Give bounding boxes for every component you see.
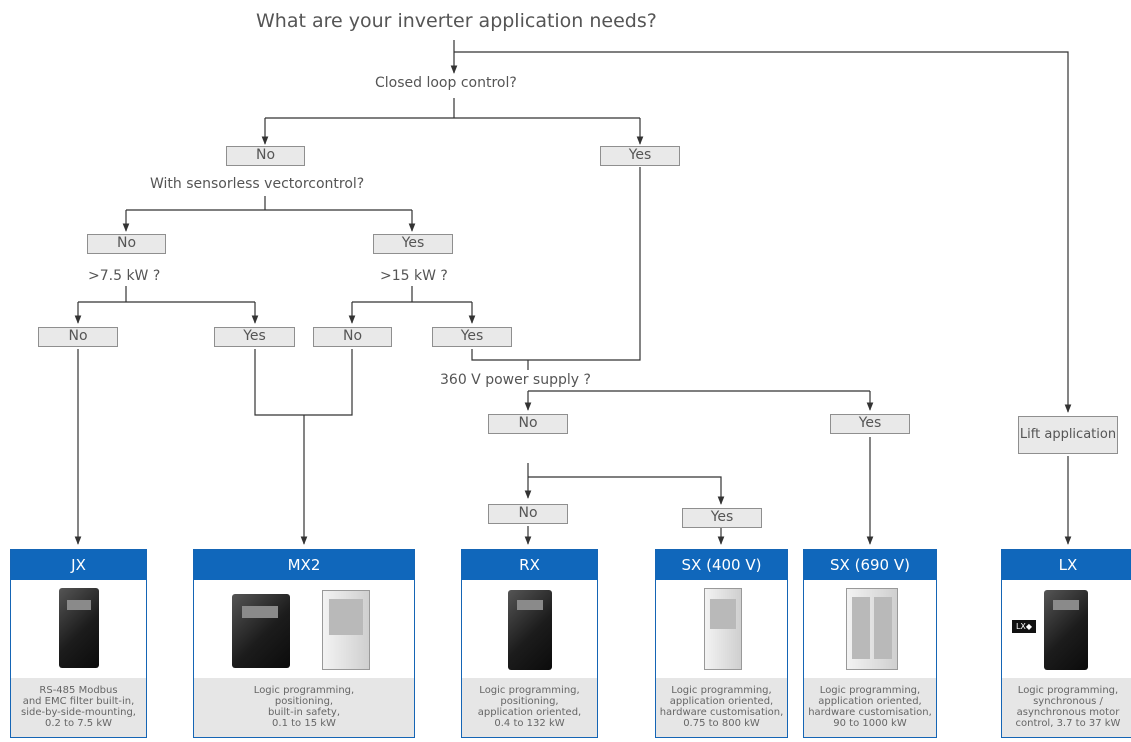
- answer-yes-15kw: Yes: [432, 327, 512, 347]
- answer-no-7-5kw: No: [38, 327, 118, 347]
- answer-no-sensorless: No: [87, 234, 166, 254]
- desc-line: Logic programming,: [819, 685, 921, 696]
- product-image-sx-400v: [656, 580, 787, 678]
- desc-line: control, 3.7 to 37 kW: [1015, 718, 1121, 729]
- product-description: RS-485 Modbus and EMC filter built-in, s…: [11, 678, 146, 737]
- inverter-cabinet-icon: [846, 588, 898, 670]
- desc-line: application oriented,: [477, 707, 582, 718]
- product-image-lx: LX◆: [1002, 580, 1131, 678]
- inverter-drive-icon: [59, 588, 99, 668]
- desc-line: Logic programming,: [671, 685, 772, 696]
- display-icon: [1053, 600, 1079, 610]
- product-name: MX2: [194, 550, 414, 580]
- product-card-sx-690v: SX (690 V) Logic programming, applicatio…: [803, 549, 937, 738]
- product-name: SX (690 V): [804, 550, 936, 580]
- question-15kw: >15 kW ?: [380, 268, 448, 284]
- desc-line: hardware customisation,: [808, 707, 932, 718]
- product-description: Logic programming, synchronous / asynchr…: [1002, 678, 1131, 737]
- inverter-drive-icon: [508, 590, 552, 670]
- product-name: SX (400 V): [656, 550, 787, 580]
- answer-no-15kw: No: [313, 327, 392, 347]
- question-sensorless: With sensorless vectorcontrol?: [150, 176, 365, 192]
- inverter-drive-icon: [1044, 590, 1088, 670]
- desc-line: asynchronous motor: [1016, 707, 1120, 718]
- question-7-5kw: >7.5 kW ?: [88, 268, 161, 284]
- answer-yes-second: Yes: [682, 508, 762, 528]
- product-description: Logic programming, positioning, built-in…: [194, 678, 414, 737]
- desc-line: 0.2 to 7.5 kW: [44, 718, 113, 729]
- product-card-mx2: MX2 Logic programming, positioning, buil…: [193, 549, 415, 738]
- desc-line: and EMC filter built-in,: [22, 696, 135, 707]
- display-icon: [242, 606, 278, 618]
- desc-line: positioning,: [500, 696, 559, 707]
- product-description: Logic programming, application oriented,…: [656, 678, 787, 737]
- answer-yes-360v: Yes: [830, 414, 910, 434]
- panel-icon: [852, 597, 870, 659]
- desc-line: application oriented,: [669, 696, 774, 707]
- product-name: RX: [462, 550, 597, 580]
- page-title: What are your inverter application needs…: [256, 10, 657, 32]
- inverter-cabinet-icon: [322, 590, 370, 670]
- question-closed-loop: Closed loop control?: [375, 75, 517, 91]
- product-card-rx: RX Logic programming, positioning, appli…: [461, 549, 598, 738]
- desc-line: Logic programming,: [1017, 685, 1119, 696]
- desc-line: synchronous /: [1033, 696, 1103, 707]
- panel-icon: [710, 599, 736, 629]
- answer-yes-7-5kw: Yes: [214, 327, 295, 347]
- product-card-jx: JX RS-485 Modbus and EMC filter built-in…: [10, 549, 147, 738]
- answer-yes-sensorless: Yes: [373, 234, 453, 254]
- desc-line: built-in safety,: [267, 707, 341, 718]
- product-name: LX: [1002, 550, 1131, 580]
- inverter-cabinet-icon: [704, 588, 742, 670]
- lx-badge-icon: LX◆: [1012, 620, 1036, 633]
- desc-line: side-by-side-mounting,: [21, 707, 136, 718]
- answer-no-360v: No: [488, 414, 568, 434]
- product-name: JX: [11, 550, 146, 580]
- answer-lift-application: Lift application: [1018, 416, 1118, 454]
- badge-text: LX: [1015, 622, 1026, 631]
- question-360v: 360 V power supply ?: [440, 372, 591, 388]
- desc-line: hardware customisation,: [659, 707, 784, 718]
- desc-line: application oriented,: [818, 696, 922, 707]
- product-description: Logic programming, positioning, applicat…: [462, 678, 597, 737]
- product-image-sx-690v: [804, 580, 936, 678]
- desc-line: Logic programming,: [479, 685, 580, 696]
- answer-no-second: No: [488, 504, 568, 524]
- product-card-lx: LX LX◆ Logic programming, synchronous / …: [1001, 549, 1131, 738]
- desc-line: 0.4 to 132 kW: [494, 718, 565, 729]
- answer-yes-closed-loop: Yes: [600, 146, 680, 166]
- panel-icon: [874, 597, 892, 659]
- panel-icon: [329, 599, 363, 635]
- product-image-jx: [11, 580, 146, 678]
- desc-line: 0.75 to 800 kW: [683, 718, 760, 729]
- desc-line: 90 to 1000 kW: [833, 718, 907, 729]
- answer-no-closed-loop: No: [226, 146, 305, 166]
- display-icon: [517, 600, 543, 610]
- desc-line: Logic programming,: [253, 685, 355, 696]
- desc-line: positioning,: [274, 696, 334, 707]
- desc-line: RS-485 Modbus: [39, 685, 118, 696]
- desc-line: 0.1 to 15 kW: [272, 718, 336, 729]
- inverter-drive-icon: [232, 594, 290, 668]
- display-icon: [67, 600, 91, 610]
- product-image-rx: [462, 580, 597, 678]
- product-card-sx-400v: SX (400 V) Logic programming, applicatio…: [655, 549, 788, 738]
- product-image-mx2: [194, 580, 414, 678]
- product-description: Logic programming, application oriented,…: [804, 678, 936, 737]
